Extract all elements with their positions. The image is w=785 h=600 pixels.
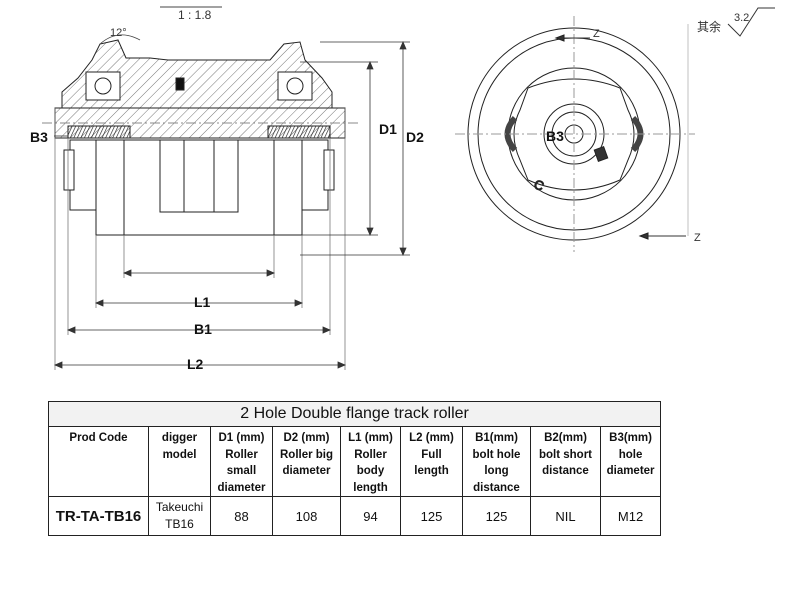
col-d2: D2 (mm) Roller big diameter — [272, 426, 341, 497]
label-b3-side: B3 — [30, 129, 48, 145]
grease-plug — [175, 77, 185, 91]
section-mark-bottom: Z — [694, 232, 701, 244]
table-row: TR-TA-TB16 Takeuchi TB16 88 108 94 125 1… — [48, 496, 662, 536]
col-b2: B2(mm) bolt short distance — [530, 426, 601, 497]
cell-b1: 125 — [462, 496, 531, 536]
section-mark-top: Z — [593, 28, 600, 40]
table-title-row: 2 Hole Double flange track roller — [47, 401, 662, 427]
dimension-lines — [53, 40, 410, 369]
label-b3-end: B3 — [546, 128, 564, 144]
col-b1: B1(mm) bolt hole long distance — [462, 426, 531, 497]
cell-l1: 94 — [340, 496, 401, 536]
cell-prod-code: TR-TA-TB16 — [48, 496, 149, 536]
col-prod-code: Prod Code — [48, 426, 149, 497]
scale-note: 1 : 1.8 — [178, 8, 212, 22]
side-view — [42, 39, 360, 370]
label-d1: D1 — [379, 121, 397, 137]
roughness-symbol — [727, 7, 775, 37]
cell-d2: 108 — [272, 496, 341, 536]
cell-l2: 125 — [400, 496, 463, 536]
table-title: 2 Hole Double flange track roller — [47, 401, 662, 427]
cell-d1: 88 — [210, 496, 273, 536]
svg-text:C: C — [532, 176, 546, 193]
cap-section — [61, 39, 333, 109]
col-digger-model: digger model — [148, 426, 211, 497]
right-thread — [267, 125, 331, 139]
label-d2: D2 — [406, 129, 424, 145]
end-view: C — [455, 16, 695, 252]
angle-label: 12° — [110, 27, 127, 39]
label-b1: B1 — [194, 321, 212, 337]
table-header-row: Prod Code digger model D1 (mm) Roller sm… — [48, 426, 662, 497]
angle-arc — [99, 34, 141, 45]
technical-drawing: 1 : 1.8 — [30, 6, 775, 372]
roughness-note: 其余 — [697, 19, 721, 34]
cell-b2: NIL — [530, 496, 601, 536]
roughness-value: 3.2 — [734, 12, 749, 24]
label-l2: L2 — [187, 356, 204, 372]
col-l1: L1 (mm) Roller body length — [340, 426, 401, 497]
col-l2: L2 (mm) Full length — [400, 426, 463, 497]
cell-digger-model: Takeuchi TB16 — [148, 496, 211, 536]
col-b3: B3(mm) hole diameter — [599, 426, 662, 497]
col-d1: D1 (mm) Roller small diameter — [210, 426, 273, 497]
left-thread — [67, 125, 131, 139]
label-l1: L1 — [194, 294, 211, 310]
spec-table: 2 Hole Double flange track roller Prod C… — [47, 401, 662, 536]
cell-b3: M12 — [599, 496, 662, 536]
